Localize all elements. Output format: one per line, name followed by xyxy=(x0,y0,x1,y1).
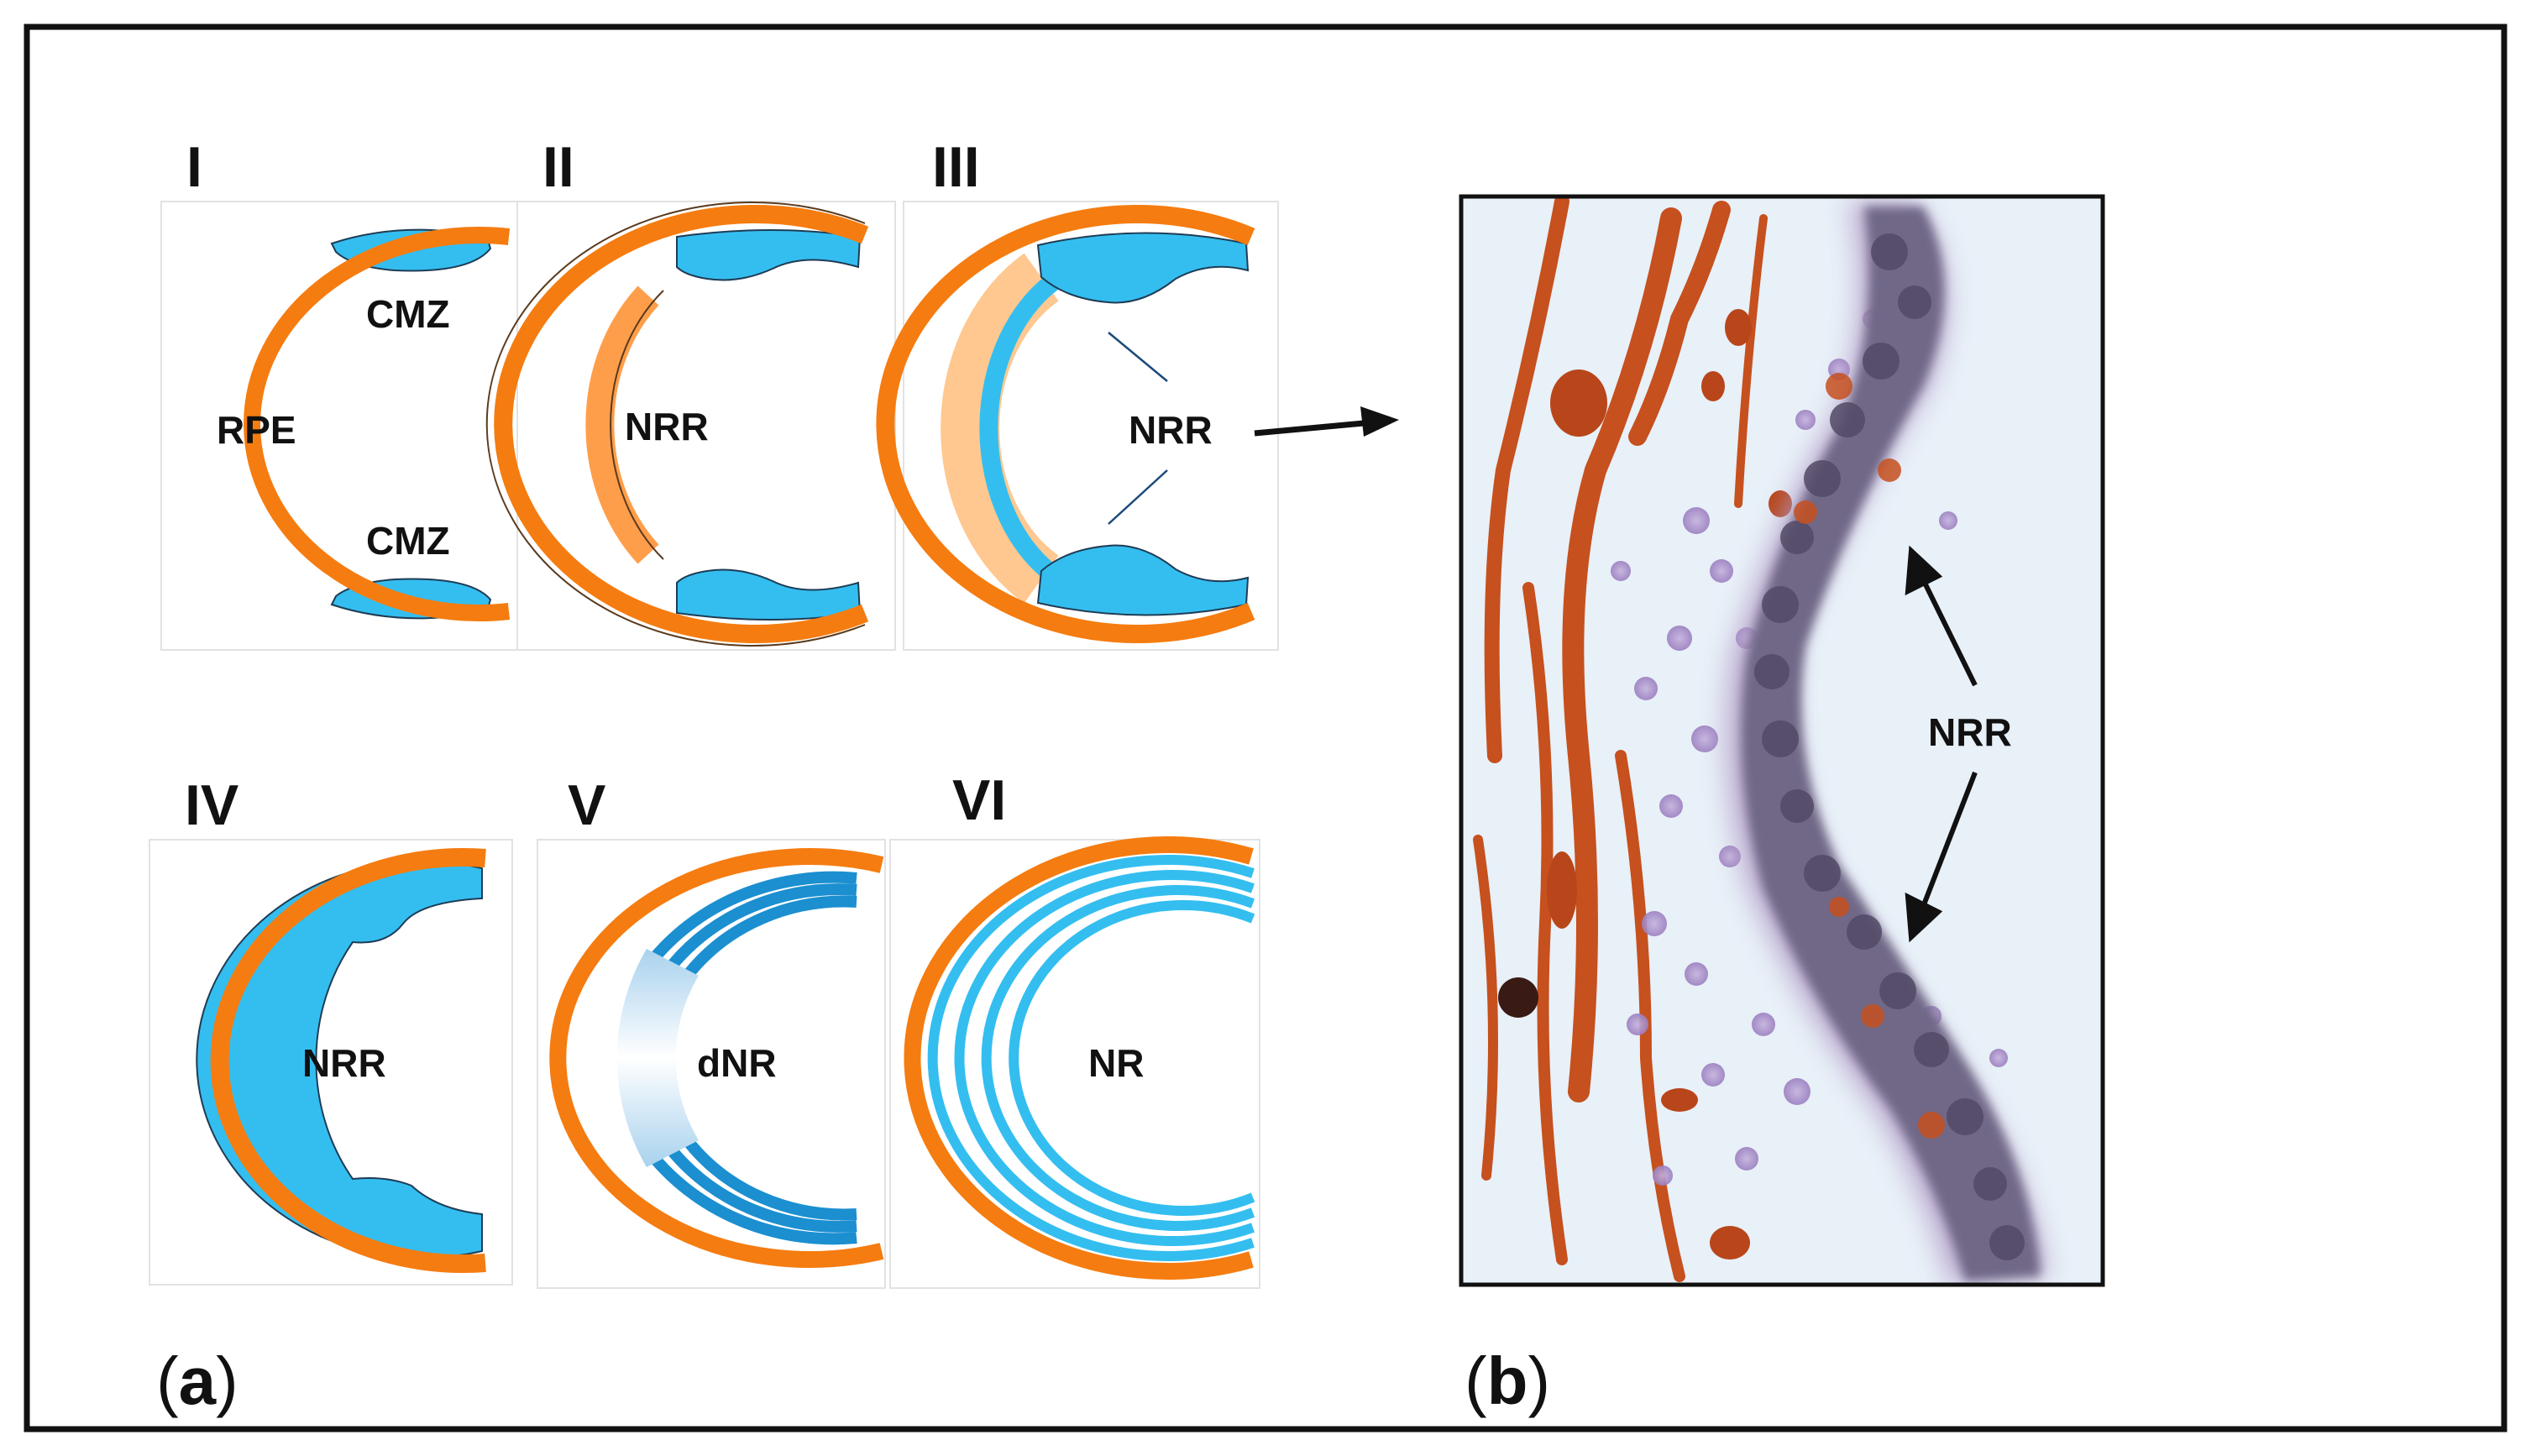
stage-i: I RPE CMZ CMZ xyxy=(160,135,518,651)
stage-v: V dNR xyxy=(537,773,886,1289)
stage-iii-pointer-top xyxy=(1108,332,1168,382)
stage-iii-pointer-bottom xyxy=(1108,469,1168,525)
stage-iii-cmz-bottom xyxy=(1036,544,1250,616)
stage-ii-nrr-crescent xyxy=(585,285,659,564)
brown-streaks xyxy=(1473,196,1768,1282)
stage-ii-rpe xyxy=(494,205,869,643)
stage-iv-label: NRR xyxy=(302,1041,386,1085)
stage-iii-rpe xyxy=(876,205,1255,643)
stage-v-stripes xyxy=(650,871,857,1245)
stage-iv-nrr xyxy=(196,861,483,1259)
stage-iv-title: IV xyxy=(185,773,238,837)
nrr-band-cells xyxy=(1754,233,2025,1260)
panel-b-label: NRR xyxy=(1928,710,2012,754)
panel-a: I RPE CMZ CMZ II NRR xyxy=(149,135,1399,1418)
stage-ii-rpe-edge xyxy=(485,202,866,647)
stage-iv: IV NRR xyxy=(149,773,513,1286)
stage-v-dnr-gradient xyxy=(616,949,699,1167)
panel-a-caption: (a) xyxy=(156,1343,238,1418)
micrograph xyxy=(1461,196,2103,1285)
stage-iii: III NRR xyxy=(876,135,1279,651)
stage-ii-title: II xyxy=(542,135,574,199)
stage-iii-blue-band xyxy=(979,269,1065,588)
stage-iii-title: III xyxy=(932,135,980,199)
dark-cell xyxy=(1498,977,1538,1018)
stage-i-label-cmz-top: CMZ xyxy=(366,292,450,336)
outer-frame xyxy=(24,24,2507,1432)
stage-iv-rpe xyxy=(210,848,486,1273)
stage-v-label: dNR xyxy=(697,1041,777,1085)
stage-ii-nrr-crescent-edge xyxy=(610,290,664,560)
panel-b: NRR (b) xyxy=(1459,194,2105,1418)
nrr-band-brown-cells xyxy=(1794,373,1945,1139)
brown-blobs xyxy=(1547,309,1792,1260)
stage-ii-cmz-top xyxy=(676,229,862,281)
stage-vi-title: VI xyxy=(952,768,1006,832)
stage-iii-cmz-top xyxy=(1036,232,1250,304)
panel-b-caption: (b) xyxy=(1465,1343,1550,1418)
stage-iii-light-band xyxy=(941,253,1060,604)
stage-vi-stripes xyxy=(927,855,1255,1261)
stage-i-title: I xyxy=(186,135,202,199)
stage-iii-label: NRR xyxy=(1129,408,1213,452)
stage-i-label-cmz-bottom: CMZ xyxy=(366,519,450,563)
stage-ii-cmz-bottom xyxy=(676,568,862,621)
stage-ii-label: NRR xyxy=(625,405,709,448)
photo-frame xyxy=(1459,194,2105,1287)
stage-vi-label: NR xyxy=(1088,1041,1144,1085)
stage-v-rpe xyxy=(549,848,884,1268)
stage-ii: II NRR xyxy=(485,135,896,651)
arrow-to-photo xyxy=(1254,406,1399,437)
stage-vi: VI NR xyxy=(889,768,1260,1289)
stage-i-rpe xyxy=(244,227,511,621)
stage-i-label-rpe: RPE xyxy=(217,408,296,452)
stage-v-title: V xyxy=(568,773,605,837)
nrr-arrows xyxy=(1905,545,1978,943)
stage-vi-rpe xyxy=(904,836,1254,1280)
